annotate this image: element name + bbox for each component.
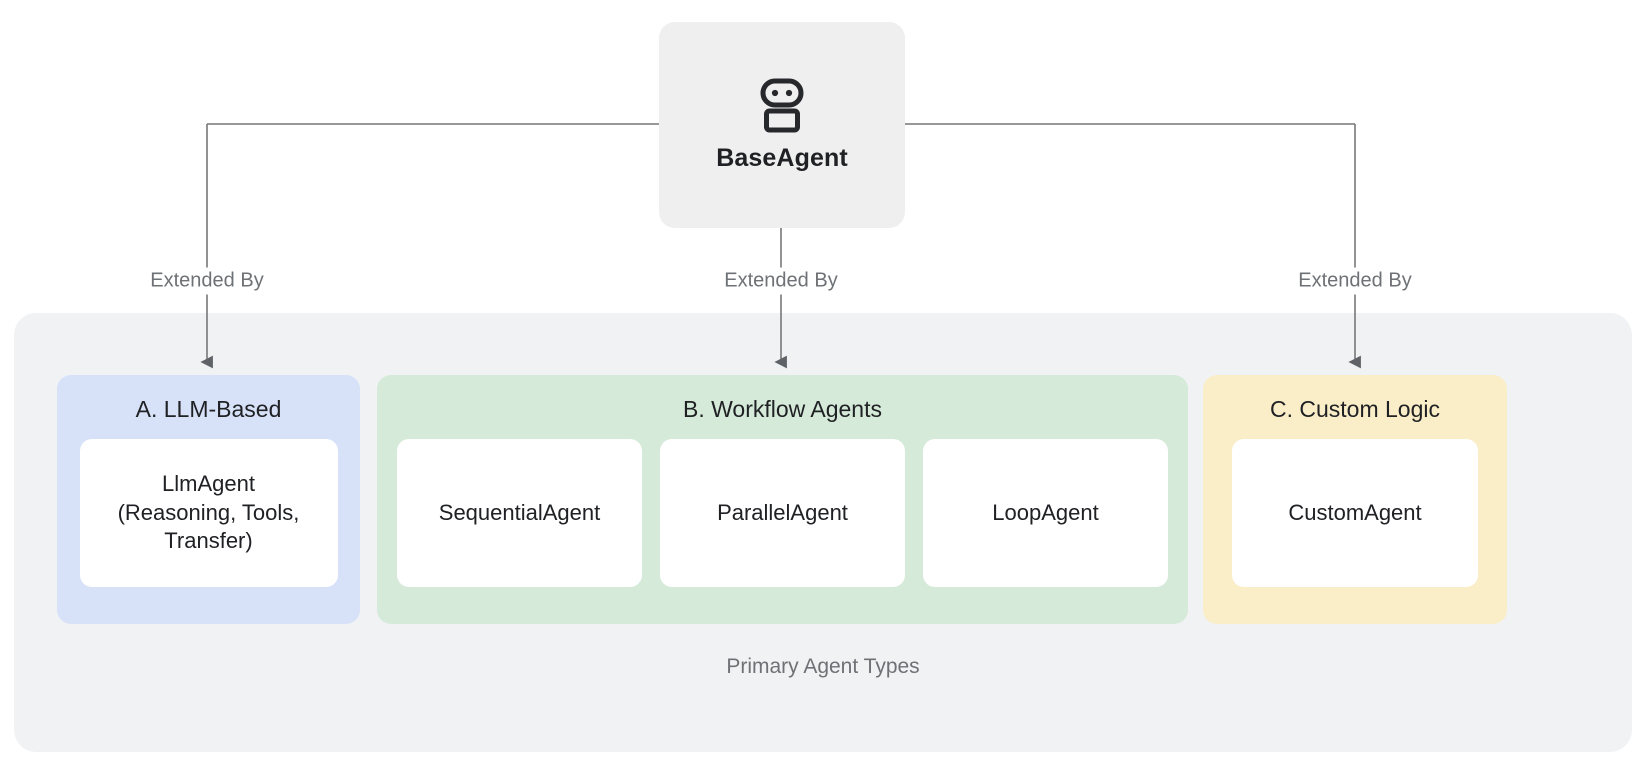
category-title: B. Workflow Agents <box>683 396 882 422</box>
category-custom-logic[interactable]: C. Custom Logic CustomAgent <box>1203 375 1507 624</box>
category-items: CustomAgent <box>1232 439 1478 587</box>
category-items: SequentialAgent ParallelAgent LoopAgent <box>397 439 1168 587</box>
category-title: C. Custom Logic <box>1269 396 1440 422</box>
panel-caption: Primary Agent Types <box>726 655 920 678</box>
base-agent-label: BaseAgent <box>716 143 848 172</box>
leaf-loop-agent[interactable]: LoopAgent <box>923 439 1168 587</box>
category-workflow-agents[interactable]: B. Workflow Agents SequentialAgent Paral… <box>377 375 1188 624</box>
base-agent-node[interactable]: BaseAgent <box>659 22 905 228</box>
category-title: A. LLM-Based <box>135 396 282 422</box>
edge-label-middle: Extended By <box>716 267 846 295</box>
category-llm-based[interactable]: A. LLM-Based LlmAgent (Reasoning, Tools,… <box>57 375 360 624</box>
edge-label-left: Extended By <box>142 267 272 295</box>
leaf-parallel-agent[interactable]: ParallelAgent <box>660 439 905 587</box>
leaf-custom-agent[interactable]: CustomAgent <box>1232 439 1478 587</box>
leaf-llm-agent[interactable]: LlmAgent (Reasoning, Tools, Transfer) <box>79 439 338 587</box>
category-items: LlmAgent (Reasoning, Tools, Transfer) <box>79 439 338 587</box>
robot-icon <box>760 78 804 132</box>
edge-label-right: Extended By <box>1290 267 1420 295</box>
leaf-sequential-agent[interactable]: SequentialAgent <box>397 439 642 587</box>
